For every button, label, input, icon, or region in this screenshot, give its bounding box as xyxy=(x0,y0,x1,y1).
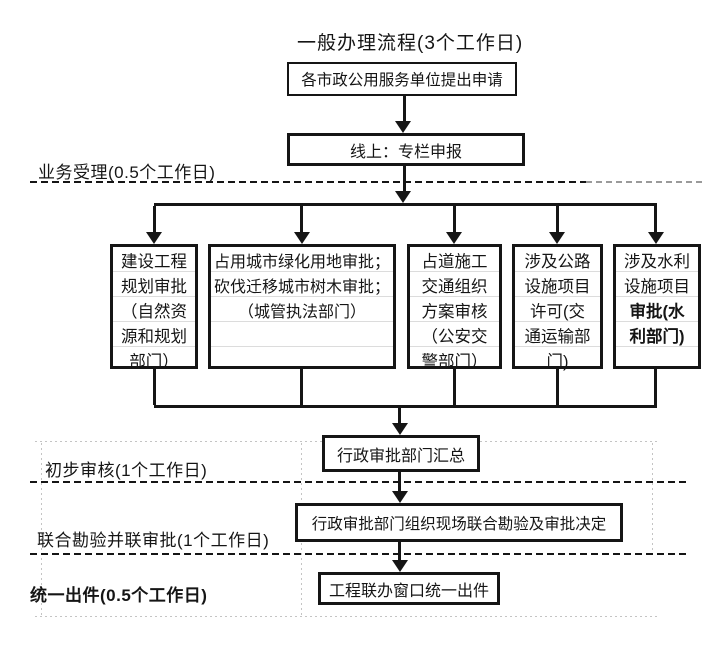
merge-line-1 xyxy=(153,369,156,405)
apply-box-text: 各市政公用服务单位提出申请 xyxy=(301,72,503,89)
parallel-box-greening: 占用城市绿化用地审批； 砍伐迁移城市树木审批； （城管执法部门） xyxy=(208,244,396,369)
connector-online-to-bar-line xyxy=(403,166,406,192)
branch-line-4 xyxy=(556,206,559,233)
merge-line-3 xyxy=(453,369,456,405)
parallel-box-traffic: 占道施工 交通组织 方案审核 （公安交 警部门） xyxy=(407,244,502,371)
summary-box-text: 行政审批部门汇总 xyxy=(336,447,465,465)
merge-line-5 xyxy=(654,369,657,405)
connector-apply-to-online-arrowhead xyxy=(395,121,411,133)
section-label-joint-inspection: 联合勘验并联审批(1个工作日) xyxy=(37,531,270,550)
branch-line-1 xyxy=(153,206,156,233)
parallel-box-planning: 建设工程 规划审批 （自然资 源和规划 部门） xyxy=(110,244,198,371)
connector-joint-to-output-line xyxy=(398,542,401,560)
online-box: 线上：专栏申报 xyxy=(287,133,525,166)
branch-arrowhead-3 xyxy=(446,232,462,244)
section-divider-3 xyxy=(30,553,690,555)
connector-summary-to-joint-line xyxy=(398,472,401,491)
merge-line-4 xyxy=(556,369,559,405)
section-label-preliminary-review: 初步审核(1个工作日) xyxy=(45,461,208,480)
distribution-bar xyxy=(154,203,657,206)
joint-inspection-box-text: 行政审批部门组织现场联合勘验及审批决定 xyxy=(311,515,607,533)
section-label-acceptance: 业务受理(0.5个工作日) xyxy=(38,163,216,182)
connector-joint-to-output-arrowhead xyxy=(392,560,408,572)
section-label-unified-output: 统一出件(0.5个工作日) xyxy=(30,586,208,605)
section-divider-1-gray-tail xyxy=(586,181,703,183)
branch-arrowhead-5 xyxy=(648,232,664,244)
connector-merge-to-summary-arrowhead xyxy=(392,423,408,435)
connector-apply-to-online-line xyxy=(403,95,406,122)
page-title: 一般办理流程(3个工作日) xyxy=(297,33,524,54)
connector-merge-to-summary-line xyxy=(398,408,401,424)
section-divider-1 xyxy=(30,181,586,183)
branch-line-3 xyxy=(453,206,456,233)
joint-inspection-box: 行政审批部门组织现场联合勘验及审批决定 xyxy=(295,503,623,542)
output-box: 工程联办窗口统一出件 xyxy=(318,572,500,605)
apply-box: 各市政公用服务单位提出申请 xyxy=(287,62,517,96)
parallel-box-water-text: 涉及水利 设施项目 xyxy=(624,253,690,296)
merge-line-2 xyxy=(300,369,303,405)
branch-line-2 xyxy=(300,206,303,233)
parallel-box-highway: 涉及公路 设施项目 许可(交 通运输部 门) xyxy=(512,244,603,371)
grid-line-horizontal-2 xyxy=(35,616,660,617)
merge-bar xyxy=(154,405,657,408)
output-box-text: 工程联办窗口统一出件 xyxy=(328,582,489,600)
branch-arrowhead-1 xyxy=(146,232,162,244)
branch-line-5 xyxy=(654,206,657,233)
branch-arrowhead-4 xyxy=(549,232,565,244)
grid-line-vertical-3 xyxy=(652,443,653,553)
connector-online-to-bar-arrowhead xyxy=(395,191,411,203)
grid-line-vertical-1 xyxy=(41,443,42,616)
section-divider-2 xyxy=(30,481,690,483)
summary-box: 行政审批部门汇总 xyxy=(322,435,480,472)
branch-arrowhead-2 xyxy=(294,232,310,244)
connector-summary-to-joint-arrowhead xyxy=(392,491,408,503)
parallel-box-water: 涉及水利 设施项目 审批(水 利部门) xyxy=(613,244,701,369)
parallel-box-water-bold-text: 审批(水 利部门) xyxy=(629,303,685,346)
online-box-text: 线上：专栏申报 xyxy=(349,143,462,161)
